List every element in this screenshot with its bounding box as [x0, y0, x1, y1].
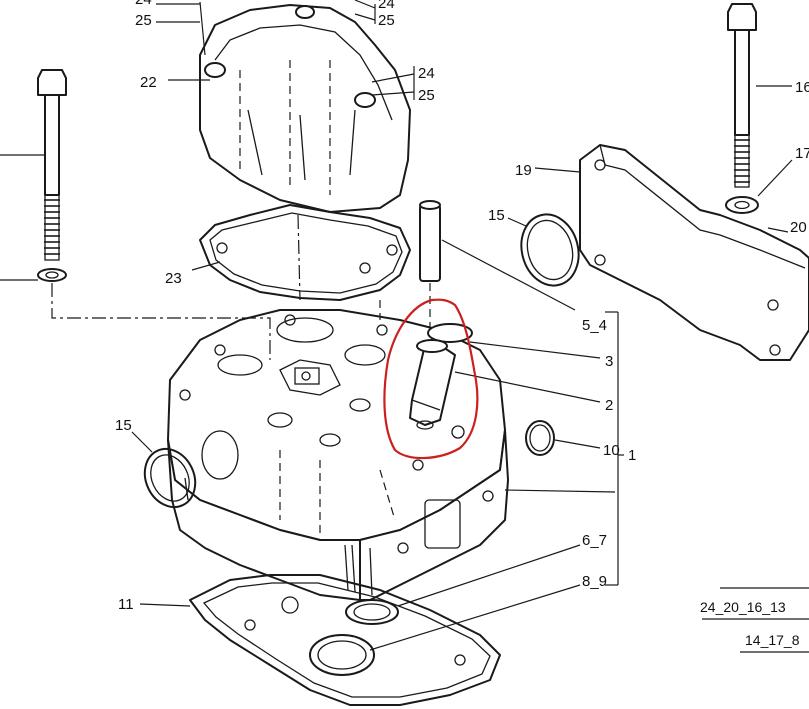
head-gasket [139, 574, 501, 706]
group-bracket [454, 311, 624, 586]
o-ring-upper [507, 213, 580, 287]
injector-body [409, 323, 473, 430]
label-6-7: 6_7 [582, 532, 607, 549]
label-17: 17 [795, 145, 809, 162]
label-24-top-center: 24 [378, 0, 395, 12]
cylinder-head [167, 309, 509, 601]
reference-line-2: 14_17_8 [745, 632, 800, 648]
label-22: 22 [140, 74, 157, 91]
label-11: 11 [118, 596, 134, 613]
right-head-bolt [725, 3, 793, 214]
side-cover-plate [534, 144, 809, 361]
label-15-lower: 15 [115, 417, 132, 434]
label-25-top-center: 25 [378, 12, 395, 29]
label-24-top-left: 24 [135, 0, 152, 8]
left-head-bolt [0, 69, 67, 282]
label-20: 20 [790, 219, 807, 236]
label-19: 19 [515, 162, 532, 179]
label-1: 1 [628, 447, 636, 464]
injector-sleeve [419, 200, 576, 311]
label-2: 2 [605, 397, 613, 414]
reference-lines [702, 587, 809, 653]
label-25-cover-right: 25 [418, 87, 435, 104]
label-10: 10 [603, 442, 620, 459]
label-16: 16 [795, 79, 809, 96]
label-3: 3 [605, 353, 613, 370]
label-23: 23 [165, 270, 182, 287]
label-24-cover-right: 24 [418, 65, 435, 82]
cover-gasket [199, 204, 411, 301]
top-leaders [156, 0, 415, 271]
label-5-4: 5_4 [582, 317, 607, 334]
red-annotation-circle [383, 298, 479, 460]
label-25-top-left: 25 [135, 12, 152, 29]
valve-seat-rings [309, 544, 581, 676]
valve-cover [199, 4, 411, 213]
label-15-upper: 15 [488, 207, 505, 224]
o-ring-lower [131, 431, 197, 509]
assembly-lines [51, 214, 431, 360]
label-8-9: 8_9 [582, 573, 607, 590]
core-plug [525, 420, 601, 456]
reference-line-1: 24_20_16_13 [700, 599, 786, 615]
